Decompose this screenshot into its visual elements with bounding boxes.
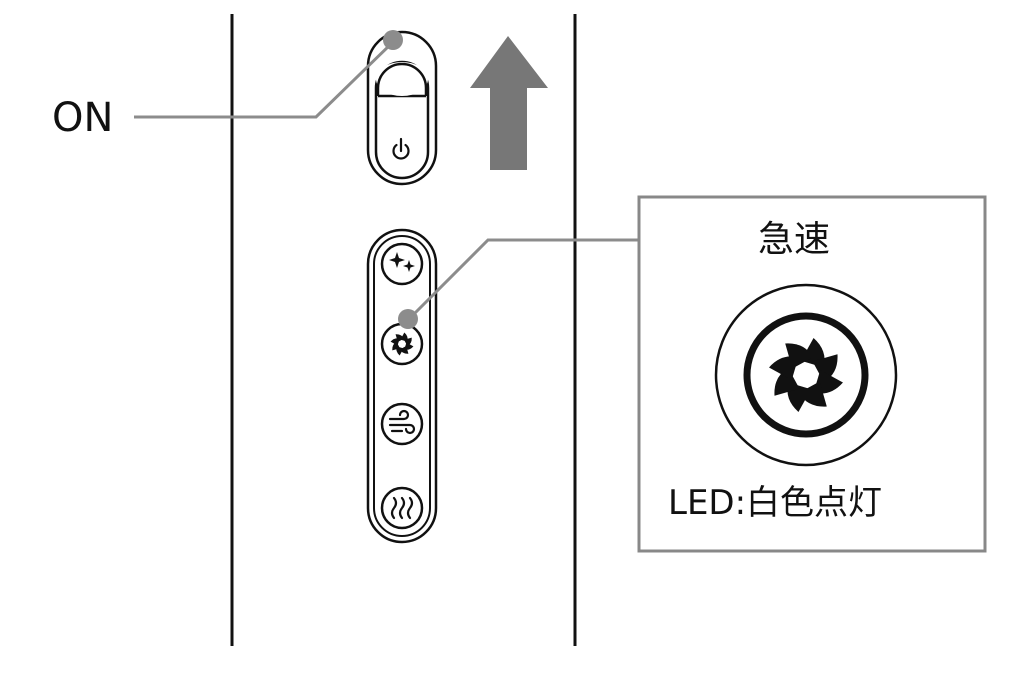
on-label: ON <box>52 95 114 141</box>
sparkle-icon <box>389 252 415 272</box>
on-leader-line <box>134 40 395 119</box>
turbo-fan-button[interactable] <box>380 322 424 366</box>
turbo-fan-icon <box>390 332 414 356</box>
turbo-fan-icon-large <box>769 338 843 412</box>
on-pointer-dot <box>383 30 403 50</box>
fan-blade <box>404 337 412 347</box>
callout-button-ring <box>743 312 869 438</box>
power-slider[interactable] <box>366 30 438 186</box>
mode-leader-line <box>408 238 638 320</box>
fan-blade <box>392 341 400 351</box>
led-status-label: LED:白色点灯 <box>668 483 883 523</box>
power-icon <box>392 137 410 160</box>
wind-icon <box>388 409 416 435</box>
mode-title: 急速 <box>758 219 831 260</box>
fan-blade <box>774 367 800 396</box>
fan-blade <box>785 343 814 369</box>
fan-blade <box>399 346 409 354</box>
heat-icon <box>390 496 414 520</box>
fan-blade <box>395 334 405 342</box>
fan-blade <box>798 381 827 407</box>
up-arrow-icon <box>470 36 548 170</box>
mode-pointer-dot <box>398 309 418 329</box>
fan-blade <box>812 354 838 383</box>
sparkle-button[interactable] <box>380 242 424 286</box>
